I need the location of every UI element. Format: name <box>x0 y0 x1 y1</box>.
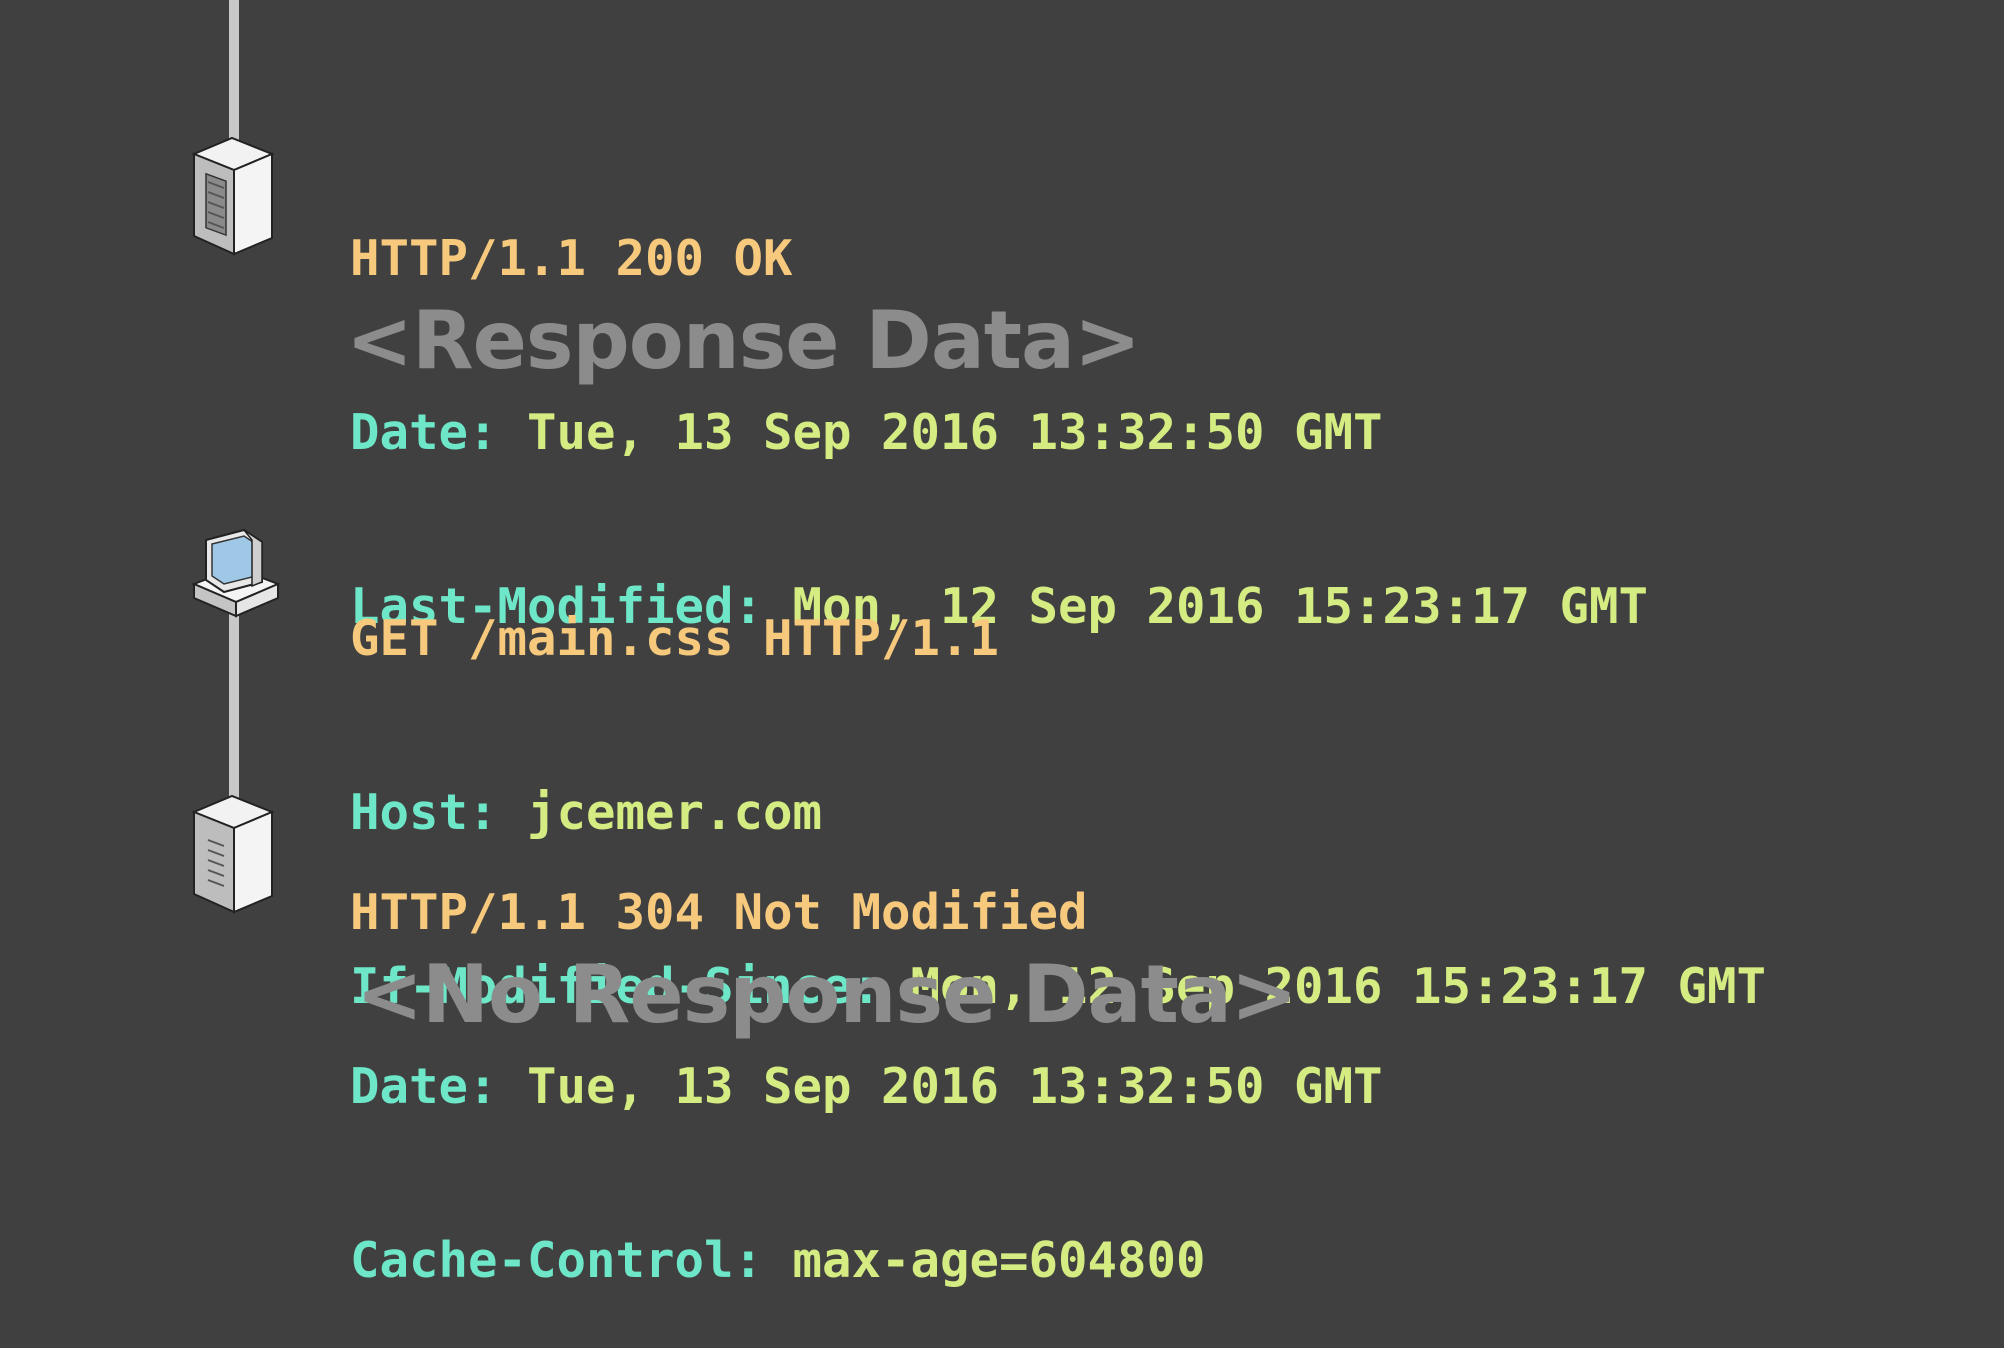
header-value: Mon, 12 Sep 2016 15:23:17 GMT <box>910 958 1767 1015</box>
http-request: GET /main.css HTTP/1.1 Host: jcemer.com … <box>350 494 1766 1074</box>
header-value: max-age=604800 <box>792 1232 1206 1289</box>
header-name: Date: <box>350 404 498 461</box>
header-line: If-Modified-Since: Mon, 12 Sep 2016 15:2… <box>350 958 1766 1016</box>
header-name: Host: <box>350 784 498 841</box>
header-line: Last-Modified: Mon, 12 Sep 2016 15:23:17… <box>350 578 1648 636</box>
no-response-data-note: <No Response Data> <box>356 948 1298 1041</box>
header-line: Date: Tue, 13 Sep 2016 13:32:50 GMT <box>350 1058 1383 1116</box>
header-line: Host: jcemer.com <box>350 784 1766 842</box>
header-name: Cache-Control: <box>350 1232 764 1289</box>
server-tower-icon <box>190 790 276 914</box>
status-line: HTTP/1.1 304 Not Modified <box>350 884 1088 941</box>
status-line: HTTP/1.1 200 OK <box>350 230 793 287</box>
header-value: Tue, 13 Sep 2016 13:32:50 GMT <box>527 1058 1383 1115</box>
header-name: Last-Modified: <box>350 578 764 635</box>
header-name: If-Modified-Since: <box>350 958 882 1015</box>
header-value: jcemer.com <box>527 784 823 841</box>
header-value: Mon, 12 Sep 2016 15:23:17 GMT <box>792 578 1649 635</box>
header-name: Date: <box>350 1058 498 1115</box>
header-value: Tue, 13 Sep 2016 13:32:50 GMT <box>527 404 1383 461</box>
header-line: Cache-Control: max-age=604800 <box>350 1232 1383 1290</box>
desktop-computer-icon <box>190 526 282 626</box>
timeline-connector-middle <box>229 610 239 800</box>
request-line: GET /main.css HTTP/1.1 <box>350 610 1000 667</box>
http-response-200: HTTP/1.1 200 OK Date: Tue, 13 Sep 2016 1… <box>350 114 1648 694</box>
http-response-304: HTTP/1.1 304 Not Modified Date: Tue, 13 … <box>350 768 1383 1348</box>
header-line: Date: Tue, 13 Sep 2016 13:32:50 GMT <box>350 404 1648 462</box>
server-tower-icon <box>190 132 276 256</box>
response-data-note: <Response Data> <box>346 294 1141 387</box>
timeline-connector-top <box>229 0 239 140</box>
